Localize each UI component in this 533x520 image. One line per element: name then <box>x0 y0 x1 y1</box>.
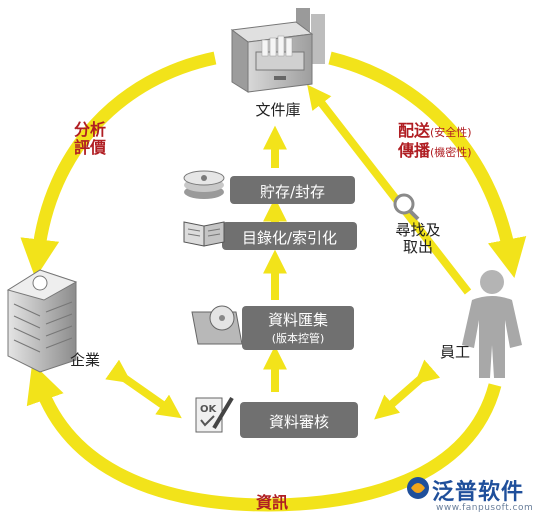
magnifier-icon <box>393 193 420 221</box>
brand-name: 泛普软件 <box>432 480 525 505</box>
deliver-text: 配送 <box>398 121 431 140</box>
brand-logo-icon <box>407 477 429 499</box>
search-line1: 尋找及 <box>395 221 441 239</box>
arrow-employee-to-archive <box>307 84 472 295</box>
search-line2: 取出 <box>402 238 433 257</box>
spread-label: 傳播(機密性) <box>398 141 472 160</box>
employee-label: 員工 <box>440 343 471 361</box>
step-catalog-label: 目錄化/索引化 <box>241 229 338 247</box>
step-store-box <box>230 176 355 204</box>
spread-note: (機密性) <box>430 146 472 159</box>
deliver-label: 配送(安全性) <box>398 121 472 140</box>
step-review-label: 資料審核 <box>268 413 329 431</box>
analysis-line2: 評價 <box>74 138 107 158</box>
analysis-label: 分析 評價 <box>74 120 107 158</box>
spread-text: 傳播 <box>398 141 431 160</box>
brand-url: www.fanpusoft.com <box>436 503 533 513</box>
arc-employee-to-enterprise <box>26 362 502 512</box>
filing-cabinet-icon <box>230 8 325 93</box>
search-label: 尋找及 取出 <box>388 221 448 257</box>
step-catalog-box <box>222 222 357 250</box>
step-review-box <box>240 402 358 438</box>
person-icon <box>462 270 522 378</box>
archive-label: 文件庫 <box>255 101 301 119</box>
svg-text:OK: OK <box>200 404 218 415</box>
step-collect-label: 資料匯集 <box>267 311 328 329</box>
deliver-note: (安全性) <box>430 126 472 139</box>
analysis-line1: 分析 <box>74 120 107 139</box>
arc-archive-to-enterprise <box>20 51 217 279</box>
ok-document-icon: OK <box>195 396 234 433</box>
building-icon <box>6 269 78 373</box>
book-icon <box>183 221 225 247</box>
arc-archive-to-employee <box>328 51 527 278</box>
arrow-enterprise-review <box>105 359 182 419</box>
enterprise-label: 企業 <box>70 351 101 369</box>
info-label: 資訊 <box>256 493 289 512</box>
step-collect-sublabel: (版本控管) <box>271 332 325 345</box>
arrow-employee-review <box>374 359 441 420</box>
step-collect-box <box>242 306 354 350</box>
cd-folder-icon <box>191 305 243 345</box>
disc-stack-icon <box>183 170 225 199</box>
step-store-label: 貯存/封存 <box>259 183 326 201</box>
